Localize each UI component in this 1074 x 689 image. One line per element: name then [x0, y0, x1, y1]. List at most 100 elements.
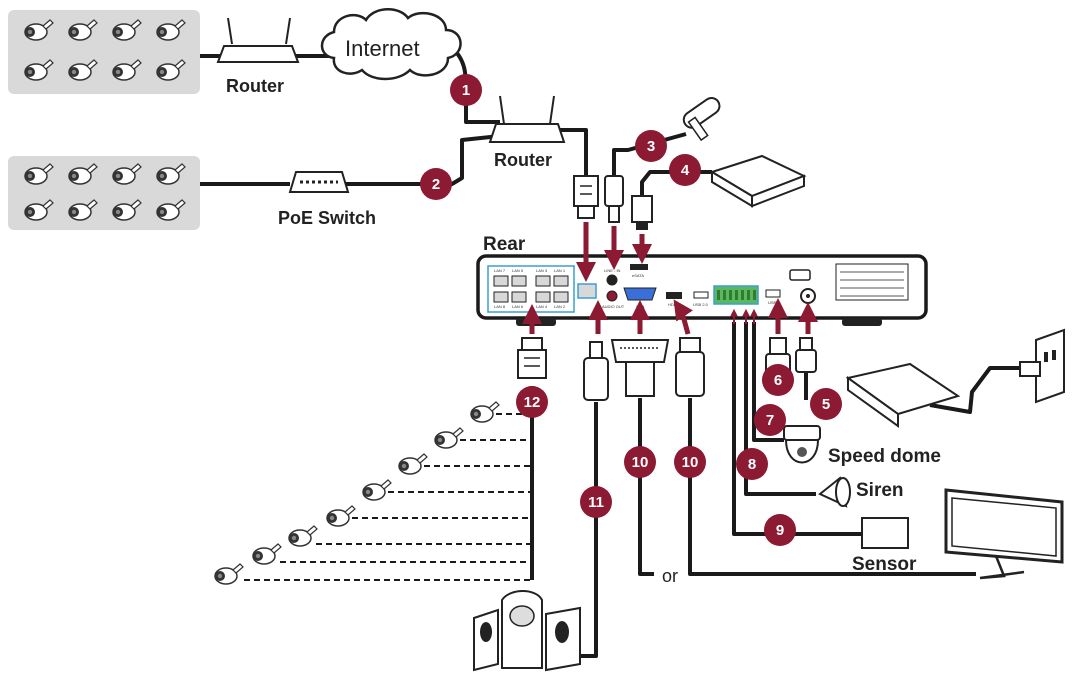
cable-speed-dome — [752, 322, 784, 442]
rating-label — [835, 263, 909, 301]
svg-text:8: 8 — [748, 456, 756, 473]
lan-label: LAN 7 — [494, 268, 506, 273]
usb-right-label: USB — [768, 300, 777, 305]
hdmi-label: HDMI — [668, 302, 678, 307]
router-top-label: Router — [226, 76, 284, 96]
audio-in-port — [606, 274, 618, 286]
usb-port-right — [765, 289, 781, 298]
hdmi-port — [666, 292, 682, 299]
rj45-plug-icon — [517, 337, 547, 379]
monitor — [944, 488, 1064, 580]
arrow-hdmi — [673, 299, 693, 335]
esata-label: eSATA — [632, 273, 644, 278]
internet-cloud: Internet — [320, 8, 462, 81]
badge-11: 11 — [580, 486, 612, 518]
svg-text:2: 2 — [432, 176, 440, 193]
microphone-icon — [682, 96, 721, 142]
router-top: Router — [216, 17, 300, 96]
hard-drive-icon — [709, 154, 807, 208]
wall-outlet-icon — [1019, 328, 1065, 404]
rear-label: Rear — [483, 234, 526, 255]
siren-label: Siren — [856, 480, 904, 501]
usb-left-label: USB 2.0 — [693, 302, 709, 307]
esata-port — [630, 264, 648, 270]
uplink-port — [577, 283, 597, 299]
svg-text:10: 10 — [682, 454, 699, 471]
router-icon — [488, 95, 566, 143]
esata-drive — [709, 154, 807, 208]
svg-text:1: 1 — [462, 82, 470, 99]
badge-10-hdmi: 10 — [674, 446, 706, 478]
speaker-icon — [473, 590, 581, 672]
lan-label: LAN 5 — [512, 268, 524, 273]
badge-8: 8 — [736, 448, 768, 480]
power-switch — [789, 269, 811, 281]
badge-5: 5 — [810, 388, 842, 420]
badge-7: 7 — [754, 404, 786, 436]
svg-text:3: 3 — [647, 138, 655, 155]
vga-plug-icon — [610, 339, 670, 397]
cable-adapter-plug — [929, 366, 1022, 414]
poe-switch-label: PoE Switch — [278, 208, 376, 228]
badge-6: 6 — [762, 364, 794, 396]
internet-label: Internet — [345, 36, 420, 61]
or-label: or — [662, 566, 678, 586]
siren: Siren — [818, 476, 904, 508]
cable-vga — [638, 398, 654, 576]
svg-text:6: 6 — [774, 372, 782, 389]
audio-in-label: LINE - IN — [604, 268, 621, 273]
svg-text:11: 11 — [588, 494, 604, 511]
wall-outlet — [1019, 328, 1065, 404]
sensor-label: Sensor — [852, 554, 917, 575]
lan-label: LAN 3 — [536, 268, 548, 273]
connectors-bottom — [517, 337, 817, 401]
usb-port-left — [693, 291, 709, 299]
alarm-arrows — [730, 308, 758, 324]
power-adapter-icon — [845, 362, 961, 428]
svg-text:4: 4 — [681, 162, 690, 179]
svg-text:10: 10 — [632, 454, 649, 471]
svg-text:9: 9 — [776, 522, 784, 539]
cable-switch-router — [346, 134, 501, 186]
rca-plug-icon — [604, 175, 624, 223]
audio-out-port — [606, 290, 618, 302]
esata-plug-icon — [631, 195, 653, 230]
arrows — [522, 222, 818, 335]
connectors-top — [573, 175, 653, 230]
power-plug-icon — [795, 337, 817, 373]
cable-router-nvr — [558, 128, 588, 176]
poe-switch: PoE Switch — [278, 171, 376, 228]
speed-dome-icon — [783, 425, 821, 464]
terminal-screws — [717, 290, 756, 300]
lan-label: LAN 6 — [512, 304, 524, 309]
router-mid: Router — [488, 95, 566, 170]
svg-text:5: 5 — [822, 396, 830, 413]
svg-text:7: 7 — [766, 412, 774, 429]
cables — [200, 46, 1022, 658]
badge-4: 4 — [669, 154, 701, 186]
hdmi-plug-icon — [675, 337, 705, 397]
power-adapter — [845, 362, 961, 428]
lan-label: LAN 8 — [494, 304, 506, 309]
router-mid-label: Router — [494, 150, 552, 170]
camera-panel-top — [8, 10, 200, 94]
speed-dome: Speed dome — [783, 425, 941, 467]
lan-label: LAN 2 — [554, 304, 566, 309]
badge-9: 9 — [764, 514, 796, 546]
camera-fan — [214, 401, 500, 585]
badge-3: 3 — [635, 130, 667, 162]
badge-1: 1 — [450, 74, 482, 106]
switch-icon — [288, 171, 350, 193]
vga-port — [623, 287, 657, 301]
lan-ports — [493, 275, 569, 303]
cable-sensor — [732, 322, 862, 536]
monitor-icon — [944, 488, 1064, 580]
speakers — [473, 590, 581, 672]
siren-icon — [818, 476, 851, 508]
badges: 1 2 3 4 5 6 7 8 9 10 10 11 12 — [420, 74, 842, 546]
microphone — [682, 96, 721, 142]
badge-2: 2 — [420, 168, 452, 200]
audio-out-label: AUDIO OUT — [602, 304, 625, 309]
cloud-icon — [320, 8, 462, 81]
